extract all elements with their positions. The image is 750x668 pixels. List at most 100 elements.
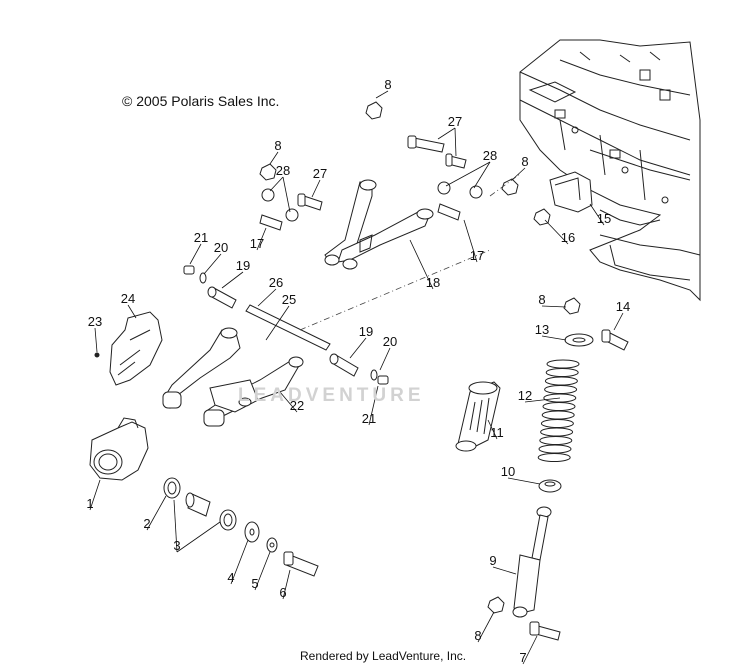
part-number-label[interactable]: 8 <box>538 292 545 307</box>
screw-23 <box>94 352 100 358</box>
bolt-21-right <box>377 375 389 385</box>
spring-coil <box>544 385 578 394</box>
part-number-label[interactable]: 21 <box>362 411 376 426</box>
part-number-label[interactable]: 26 <box>269 275 283 290</box>
nut-8-shock <box>563 297 581 315</box>
leader-line <box>94 327 98 353</box>
part-number-label[interactable]: 8 <box>384 77 391 92</box>
leader-line <box>269 176 284 192</box>
leader-line <box>375 90 389 99</box>
part-number-label[interactable]: 14 <box>616 299 630 314</box>
part-number-label[interactable]: 23 <box>88 314 102 329</box>
part-number-label[interactable]: 8 <box>474 628 481 643</box>
pin-17-left <box>259 214 283 231</box>
leader-line <box>522 635 538 665</box>
part-number-label[interactable]: 18 <box>426 275 440 290</box>
leader-line <box>463 219 478 263</box>
bushing-28-d <box>469 185 483 199</box>
bolt-7 <box>529 621 561 641</box>
part-number-label[interactable]: 28 <box>276 163 290 178</box>
bushing-28-c <box>437 181 451 195</box>
part-number-label[interactable]: 17 <box>470 248 484 263</box>
sleeve-3 <box>185 492 211 517</box>
spring-coil <box>537 453 571 462</box>
part-number-label[interactable]: 19 <box>236 258 250 273</box>
leader-line <box>349 337 367 359</box>
spring-coil <box>539 436 573 445</box>
part-number-label[interactable]: 15 <box>597 211 611 226</box>
washer-13 <box>564 333 594 347</box>
leader-line <box>265 305 290 341</box>
spring-coil <box>542 402 576 411</box>
leader-line <box>368 385 379 426</box>
bushing-28-b <box>285 208 299 222</box>
leader-line <box>492 566 517 575</box>
bushing-2 <box>163 477 181 499</box>
leader-line <box>127 304 137 319</box>
nut-8-bottom <box>487 596 505 614</box>
lower-a-arm <box>162 327 304 427</box>
part-number-label[interactable]: 4 <box>227 570 234 585</box>
upper-a-arm <box>324 179 434 270</box>
part-number-label[interactable]: 1 <box>86 496 93 511</box>
part-number-label[interactable]: 27 <box>448 114 462 129</box>
part-number-label[interactable]: 24 <box>121 291 135 306</box>
washer-20-right <box>370 369 378 381</box>
bolt-21-left <box>183 265 195 275</box>
spring-coil <box>538 444 572 454</box>
part-number-label[interactable]: 21 <box>194 230 208 245</box>
part-number-label[interactable]: 12 <box>518 388 532 403</box>
part-number-label[interactable]: 16 <box>561 230 575 245</box>
part-number-label[interactable]: 10 <box>501 464 515 479</box>
part-number-label[interactable]: 20 <box>383 334 397 349</box>
leader-line <box>541 335 567 341</box>
leader-line <box>230 539 249 585</box>
copyright-text: © 2005 Polaris Sales Inc. <box>122 93 280 109</box>
spring-coil <box>543 393 577 403</box>
leader-line <box>437 127 456 140</box>
spring-coil <box>545 368 579 377</box>
part-number-label[interactable]: 6 <box>279 585 286 600</box>
part-number-label[interactable]: 25 <box>282 292 296 307</box>
bearing-carrier-1 <box>89 417 149 481</box>
leader-line <box>445 161 491 187</box>
part-number-label[interactable]: 22 <box>290 398 304 413</box>
leader-line <box>256 227 267 251</box>
leader-line <box>524 397 561 403</box>
leader-line <box>203 253 222 275</box>
guard-24 <box>109 311 163 386</box>
watermark-text: LEADVENTURE <box>238 385 425 406</box>
part-number-label[interactable]: 5 <box>251 576 258 591</box>
nut-8-right <box>501 178 519 196</box>
washer-20-left <box>199 272 207 284</box>
leader-line <box>311 179 321 198</box>
callout-labels: 8888827272828171718151621201926252423221… <box>86 77 630 665</box>
spring-coil <box>541 410 575 420</box>
leader-line <box>257 288 277 307</box>
spring-coil <box>544 376 578 386</box>
bushing-19-right <box>329 353 359 377</box>
part-number-label[interactable]: 3 <box>173 538 180 553</box>
leader-line <box>146 495 167 531</box>
bushing-19-left <box>207 286 237 309</box>
part-number-label[interactable]: 8 <box>521 154 528 169</box>
leader-line <box>173 499 178 553</box>
part-number-label[interactable]: 27 <box>313 166 327 181</box>
spring-retainer-10 <box>538 479 562 493</box>
part-number-label[interactable]: 19 <box>359 324 373 339</box>
part-number-label[interactable]: 17 <box>250 236 264 251</box>
leader-line <box>279 391 298 413</box>
pivot-shaft <box>245 304 331 351</box>
part-number-label[interactable]: 11 <box>490 425 504 440</box>
part-number-label[interactable]: 13 <box>535 322 549 337</box>
washer-5 <box>266 537 278 553</box>
part-number-label[interactable]: 7 <box>519 650 526 665</box>
part-number-label[interactable]: 9 <box>489 553 496 568</box>
bracket-15 <box>549 171 593 213</box>
part-number-label[interactable]: 2 <box>143 516 150 531</box>
part-number-label[interactable]: 28 <box>483 148 497 163</box>
part-number-label[interactable]: 8 <box>274 138 281 153</box>
part-number-label[interactable]: 20 <box>214 240 228 255</box>
coil-spring-12 <box>537 359 580 462</box>
